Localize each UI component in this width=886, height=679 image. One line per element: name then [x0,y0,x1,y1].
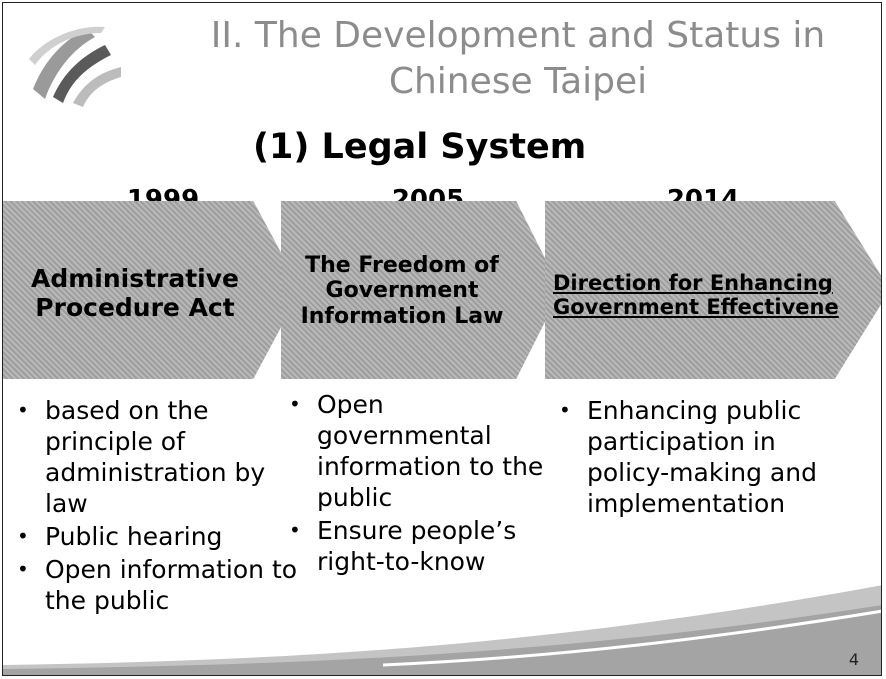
timeline-arrow-2005 [281,201,561,379]
timeline-label-1999: Administrative Procedure Act [5,264,265,323]
timeline-label-line: The Freedom of [305,253,499,278]
slide-title-line-2: Chinese Taipei [388,61,648,102]
timeline-label-2014: Direction for Enhancing Government Effec… [553,271,881,320]
logo-icon [29,26,121,107]
timeline-label-line: Direction for Enhancing [553,271,833,295]
list-item: Ensure people’s right-to-know [285,515,547,577]
timeline-arrow-2014 [545,201,881,379]
timeline-label-line: Information Law [300,303,504,329]
timeline-label-line: Government [325,278,479,304]
slide-title: II. The Development and Status in Chines… [153,13,881,105]
list-item: Enhancing public participation in policy… [555,395,855,519]
timeline-arrow-1999 [3,201,301,379]
timeline-label-2005: The Freedom of Government Information La… [287,253,517,329]
list-item: Open information to the public [13,554,298,616]
timeline-bullets-2014: Enhancing public participation in policy… [555,395,855,521]
decorative-swoosh [3,585,881,675]
timeline-label-line: Government Effectivene [553,295,839,320]
timeline-bullets-2005: Open governmental information to the pub… [285,389,547,579]
slide-subtitle: (1) Legal System [253,127,587,167]
timeline-label-line: Administrative [30,264,240,293]
timeline-label-line: Procedure Act [35,292,235,322]
list-item: Public hearing [13,521,298,552]
list-item: Open governmental information to the pub… [285,389,547,513]
slide-title-line-1: II. The Development and Status in [210,15,826,56]
list-item: based on the principle of administration… [13,395,298,519]
timeline-bullets-1999: based on the principle of administration… [13,395,298,618]
page-number: 4 [848,650,859,669]
